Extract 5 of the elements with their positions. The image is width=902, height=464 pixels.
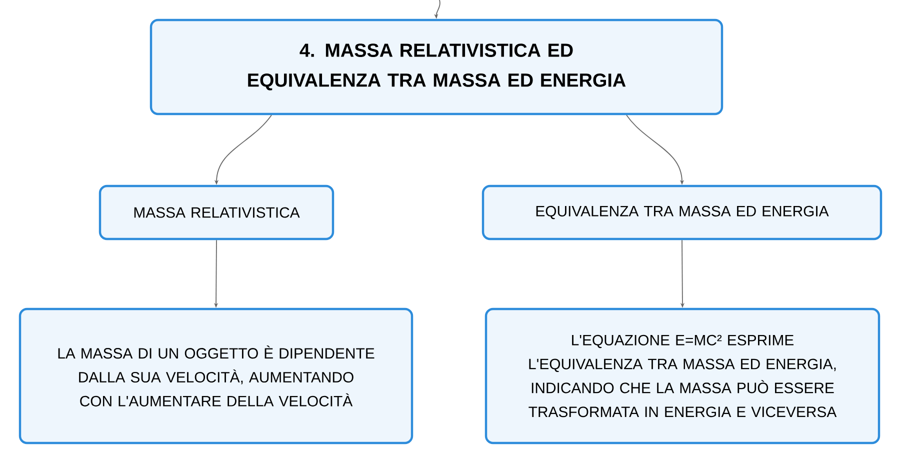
title-box: 4. MASSA RELATIVISTICA ED EQUIVALENZA TRA MASSA ED ENERGIA bbox=[150, 18, 724, 116]
description-box: L'EQUAZIONE E=MC² ESPRIME L'EQUIVALENZA TRA MASSA ED ENERGIA, INDICANDO CHE LA MASSA PUÒ ESSERE TRASFORMATA IN ENERGIA E VICEVERSA bbox=[484, 308, 880, 444]
topic-box: EQUIVALENZA TRA MASSA ED ENERGIA bbox=[482, 184, 882, 240]
topic-box: MASSA RELATIVISTICA bbox=[98, 184, 334, 240]
description-box: LA MASSA DI UN OGGETTO È DIPENDENTE DALLA SUA VELOCITÀ, AUMENTANDO CON L'AUMENTARE DELLA VELOCITÀ bbox=[18, 308, 414, 444]
